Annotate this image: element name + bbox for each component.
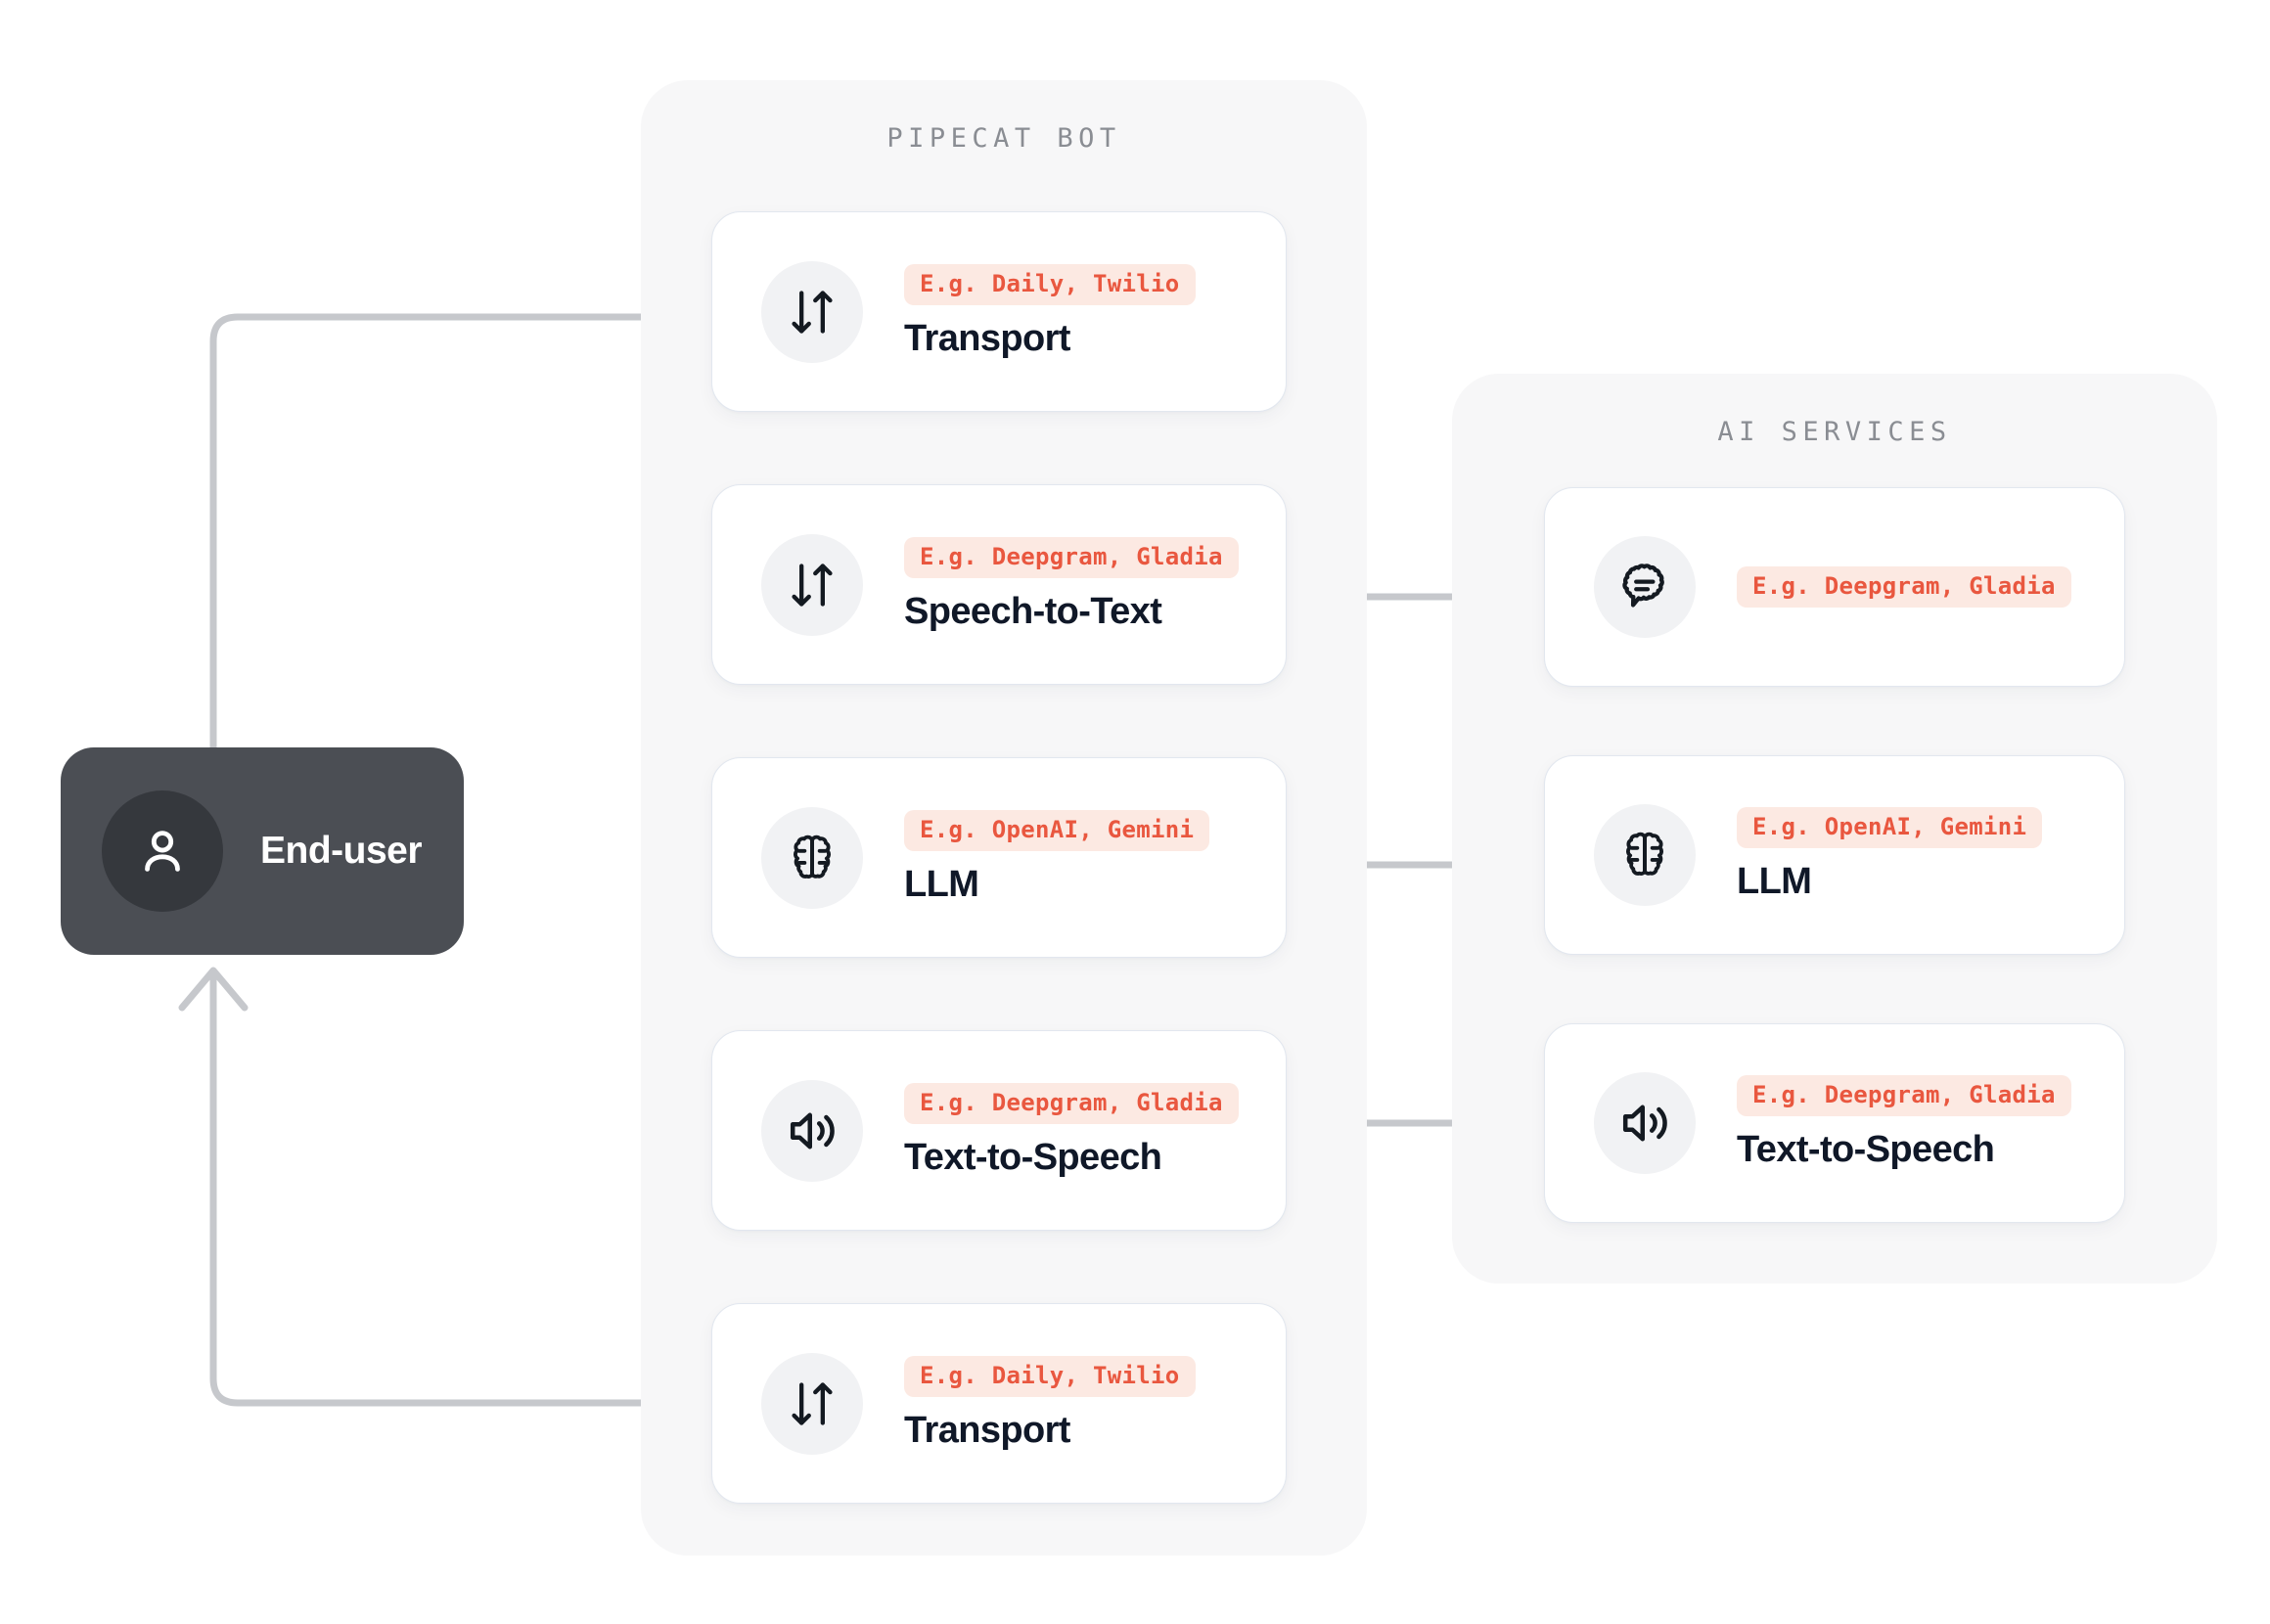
speech-bubble-icon: [1622, 564, 1664, 608]
card-body: E.g. OpenAI, Gemini LLM: [1737, 807, 2043, 903]
example-badge: E.g. Daily, Twilio: [904, 1355, 1196, 1397]
card-llm[interactable]: E.g. OpenAI, Gemini LLM: [711, 757, 1287, 958]
avatar: [102, 790, 223, 912]
icon-wrap: [761, 806, 863, 909]
card-title: Transport: [904, 1409, 1070, 1451]
icon-wrap: [1594, 804, 1696, 906]
card-transport-out[interactable]: E.g. Daily, Twilio Transport: [711, 1303, 1287, 1504]
card-body: E.g. Daily, Twilio Transport: [904, 263, 1196, 360]
card-title: Transport: [904, 317, 1070, 359]
card-title: Text-to-Speech: [904, 1136, 1162, 1178]
transport-arrows-icon: [792, 1381, 833, 1425]
example-badge: E.g. Deepgram, Gladia: [904, 536, 1239, 578]
card-ai-speech-to-text[interactable]: E.g. Deepgram, Gladia: [1544, 487, 2125, 687]
example-badge: E.g. OpenAI, Gemini: [1737, 807, 2043, 849]
brain-icon: [1625, 832, 1664, 876]
arrowhead-transport-out-to-enduser: [178, 967, 249, 1012]
example-badge: E.g. Daily, Twilio: [904, 263, 1196, 305]
icon-wrap: [761, 533, 863, 636]
example-badge: E.g. Deepgram, Gladia: [1737, 565, 2071, 609]
transport-arrows-icon: [792, 563, 833, 607]
card-title: LLM: [904, 863, 979, 905]
example-badge: E.g. OpenAI, Gemini: [904, 809, 1210, 851]
panel-title-pipecat-bot: PIPECAT BOT: [886, 123, 1121, 154]
icon-wrap: [1594, 1072, 1696, 1174]
person-icon: [145, 831, 180, 872]
icon-wrap: [761, 1352, 863, 1455]
card-body: E.g. Deepgram, Gladia Text-to-Speech: [1737, 1075, 2071, 1171]
example-badge: E.g. Deepgram, Gladia: [1737, 1075, 2071, 1117]
card-title: LLM: [1737, 861, 1812, 903]
connector-transport-out-to-enduser: [209, 974, 715, 1407]
card-title: Speech-to-Text: [904, 590, 1162, 632]
card-body: E.g. Deepgram, Gladia: [1737, 565, 2071, 609]
card-speech-to-text[interactable]: E.g. Deepgram, Gladia Speech-to-Text: [711, 484, 1287, 685]
card-transport-in[interactable]: E.g. Daily, Twilio Transport: [711, 211, 1287, 412]
speaker-icon: [1622, 1105, 1667, 1142]
card-body: E.g. Deepgram, Gladia Speech-to-Text: [904, 536, 1239, 633]
end-user-label: End-user: [260, 830, 423, 872]
card-ai-text-to-speech[interactable]: E.g. Deepgram, Gladia Text-to-Speech: [1544, 1023, 2125, 1223]
card-body: E.g. OpenAI, Gemini LLM: [904, 809, 1210, 906]
card-ai-llm[interactable]: E.g. OpenAI, Gemini LLM: [1544, 755, 2125, 955]
card-body: E.g. Deepgram, Gladia Text-to-Speech: [904, 1082, 1239, 1179]
panel-title-ai-services: AI SERVICES: [1717, 417, 1952, 447]
icon-wrap: [761, 260, 863, 363]
transport-arrows-icon: [792, 290, 833, 334]
icon-wrap: [761, 1079, 863, 1182]
example-badge: E.g. Deepgram, Gladia: [904, 1082, 1239, 1124]
card-text-to-speech[interactable]: E.g. Deepgram, Gladia Text-to-Speech: [711, 1030, 1287, 1231]
speaker-icon: [790, 1112, 835, 1149]
end-user-node[interactable]: End-user: [61, 747, 464, 955]
card-body: E.g. Daily, Twilio Transport: [904, 1355, 1196, 1452]
icon-wrap: [1594, 536, 1696, 638]
connector-enduser-to-transport-in: [209, 313, 694, 751]
card-title: Text-to-Speech: [1737, 1129, 1995, 1171]
brain-icon: [793, 835, 832, 879]
